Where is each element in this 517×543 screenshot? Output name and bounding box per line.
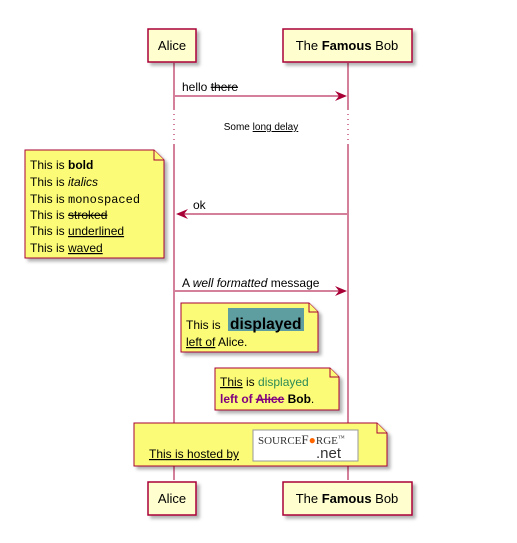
sourceforge-wordmark: SOURCEF●RGE™ [258, 432, 345, 447]
note-line-italics: This is italics [30, 175, 98, 189]
participant-alice-label: Alice [158, 38, 186, 53]
note-displayed: This is displayed left of Alice. [180, 302, 319, 353]
note-line-waved: This is waved [30, 241, 103, 255]
participant-alice-bottom: Alice [147, 481, 197, 516]
message-ok-label: ok [193, 198, 207, 212]
message-hello: hello there [175, 80, 347, 101]
note-formatting: This is bold This is italics This is mon… [24, 149, 165, 259]
participant-bob-label: The Famous Bob [296, 38, 399, 53]
note-displayed-line2: left of Alice. [186, 335, 247, 349]
participant-alice-top: Alice [147, 28, 197, 63]
note-over-line2: left of Alice Bob. [220, 392, 314, 406]
note-displayed-highlight-text: displayed [230, 316, 302, 333]
note-line-bold: This is bold [30, 158, 93, 172]
participant-alice-label: Alice [158, 491, 186, 506]
participant-bob-top: The Famous Bob [282, 28, 413, 63]
participant-bob-bottom: The Famous Bob [282, 481, 413, 516]
note-hosted-label: This is hosted by [149, 447, 239, 461]
displayed-highlight [228, 308, 304, 331]
note-over-line1: This is displayed [220, 375, 309, 389]
note-displayed-line1: This is [186, 318, 221, 332]
note-line-stroked: This is stroked [30, 208, 107, 222]
participant-bob-label: The Famous Bob [296, 491, 399, 506]
sourceforge-net: .net [316, 445, 342, 462]
note-line-underlined: This is underlined [30, 224, 124, 238]
note-over: This is displayed left of Alice Bob. [214, 367, 340, 411]
sourceforge-logo: SOURCEF●RGE™ .net [252, 429, 359, 462]
message-formatted-label: A well formatted message [182, 276, 320, 290]
message-ok: ok [176, 198, 347, 219]
note-hosted: This is hosted by SOURCEF●RGE™ .net [133, 422, 388, 467]
message-hello-label: hello there [182, 80, 238, 94]
message-formatted: A well formatted message [175, 276, 347, 296]
note-line-monospaced: This is monospaced [30, 192, 140, 207]
delay-label: Some long delay [224, 122, 299, 133]
